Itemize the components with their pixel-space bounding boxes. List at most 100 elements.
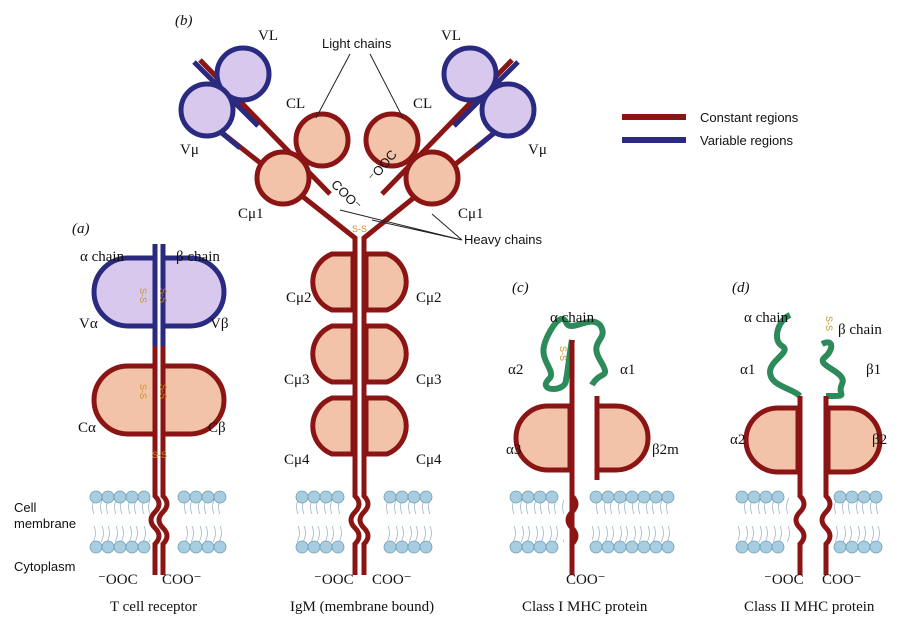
vmu-left-label: Vμ [180, 142, 199, 158]
side-labels: Cell membrane Cytoplasm [14, 500, 76, 574]
membrane-a-left [89, 490, 151, 554]
cmu1-domain-right [403, 149, 461, 207]
term-left-b: ⁻OOC [314, 572, 354, 588]
panel-a-caption: T cell receptor [110, 599, 197, 615]
membrane-d-right [833, 490, 884, 554]
vl-left-label: VL [258, 28, 278, 44]
beta2m-label: β2m [652, 442, 679, 458]
term-right-b: COO⁻ [372, 572, 412, 588]
svg-text:S-S: S-S [824, 316, 834, 331]
panel-b-letter: (b) [175, 13, 193, 29]
cl-domain-right [363, 111, 421, 169]
membrane-b-left [295, 490, 345, 554]
term-c: COO⁻ [566, 572, 606, 588]
v-alpha-domain [91, 255, 158, 329]
membrane-bilayers [89, 490, 884, 554]
beta2-domain-mhc2 [825, 405, 883, 475]
interchain-disulfide: S-S [152, 450, 167, 460]
term-right-d: COO⁻ [822, 572, 862, 588]
beta2m-domain [594, 403, 651, 473]
hinge-disulfide: S-S [352, 224, 367, 234]
alpha-chain-mhc1 [540, 316, 608, 392]
cmu1-left-label: Cμ1 [238, 206, 264, 222]
alpha3-domain [513, 403, 573, 473]
beta1-label: β1 [866, 362, 881, 378]
cl-domain-left [293, 111, 351, 169]
light-chains-label: Light chains [322, 36, 392, 51]
cmu2-left-label: Cμ2 [286, 290, 312, 306]
alpha2-label: α2 [508, 362, 523, 378]
term-left-a: ⁻OOC [98, 572, 138, 588]
svg-text:S-S: S-S [558, 346, 568, 361]
cl-right-label: CL [413, 96, 432, 112]
cmu4-domain-left [310, 395, 356, 457]
cell-membrane-label-1: Cell [14, 500, 37, 515]
c-alpha-domain [91, 363, 158, 437]
cmu4-right-label: Cμ4 [416, 452, 442, 468]
beta2-label: β2 [872, 432, 887, 448]
term-left-d: ⁻OOC [764, 572, 804, 588]
panel-d-mhc-class-ii: S-S (d) α chain β chain α1 β1 α2 β2 ⁻OOC… [730, 280, 887, 615]
c-beta-domain [160, 363, 227, 437]
cl-left-label: CL [286, 96, 305, 112]
vl-domain-left [214, 45, 272, 103]
c-alpha-label: Cα [78, 420, 96, 436]
panel-c-caption: Class I MHC protein [522, 599, 648, 615]
svg-text:S-S: S-S [158, 288, 168, 303]
alpha2-mhc2-label: α2 [730, 432, 745, 448]
heavy-chain-right-arm [357, 110, 522, 575]
panel-c-letter: (c) [512, 280, 529, 296]
heavy-chain-left-arm [194, 110, 362, 575]
cytoplasm-label: Cytoplasm [14, 559, 75, 574]
legend-constant-label: Constant regions [700, 110, 799, 125]
cmu3-domain-right [363, 323, 409, 385]
svg-text:S-S: S-S [138, 288, 148, 303]
cmu4-domain-right [363, 395, 409, 457]
cmu3-left-label: Cμ3 [284, 372, 310, 388]
cmu2-domain-left [310, 251, 356, 313]
alpha-chain-mhc2-label: α chain [744, 310, 789, 326]
membrane-d-left [735, 490, 792, 554]
cmu2-right-label: Cμ2 [416, 290, 442, 306]
vmu-domain-left [178, 81, 236, 139]
v-alpha-label: Vα [79, 316, 98, 332]
beta-chain-label: β chain [176, 249, 220, 265]
vl-domain-right [441, 45, 499, 103]
panel-a-letter: (a) [72, 221, 90, 237]
panel-b-igm: S-S (b) Light chains Heavy chains VL VL … [175, 13, 547, 615]
panel-d-caption: Class II MHC protein [744, 599, 875, 615]
cmu3-domain-left [310, 323, 356, 385]
svg-text:S-S: S-S [138, 384, 148, 399]
coo-left-label: COO⁻ [328, 177, 364, 213]
panel-c-mhc-class-i: S-S (c) α chain α2 α1 α3 β2m COO⁻ Class … [506, 280, 679, 615]
panel-d-letter: (d) [732, 280, 750, 296]
membrane-c-left [509, 490, 564, 554]
svg-text:S-S: S-S [158, 384, 168, 399]
cell-membrane-label-2: membrane [14, 516, 76, 531]
term-right-a: COO⁻ [162, 572, 202, 588]
membrane-b-right [383, 490, 433, 554]
vl-right-label: VL [441, 28, 461, 44]
alpha-chain-mhc1-label: α chain [550, 310, 595, 326]
panel-b-caption: IgM (membrane bound) [290, 599, 434, 615]
alpha1-label: α1 [620, 362, 635, 378]
beta-chain-mhc2 [819, 339, 846, 399]
membrane-c-right [589, 490, 675, 554]
panel-a-t-cell-receptor: S-S S-S S-S S-S S-S (a) α chain β chain … [72, 221, 228, 615]
cmu1-domain-left [254, 149, 312, 207]
alpha-chain-label: α chain [80, 249, 125, 265]
cmu1-right-label: Cμ1 [458, 206, 484, 222]
alpha2-domain-mhc2 [743, 405, 801, 475]
cmu4-left-label: Cμ4 [284, 452, 310, 468]
v-beta-label: Vβ [210, 316, 228, 332]
legend: Constant regions Variable regions [622, 110, 799, 148]
beta-chain-mhc2-label: β chain [838, 322, 882, 338]
c-beta-label: Cβ [208, 420, 226, 436]
alpha-chain-mhc2 [766, 312, 803, 399]
alpha3-label: α3 [506, 442, 521, 458]
vmu-domain-right [479, 81, 537, 139]
v-beta-domain [160, 255, 227, 329]
heavy-chains-label: Heavy chains [464, 232, 543, 247]
legend-variable-label: Variable regions [700, 133, 793, 148]
